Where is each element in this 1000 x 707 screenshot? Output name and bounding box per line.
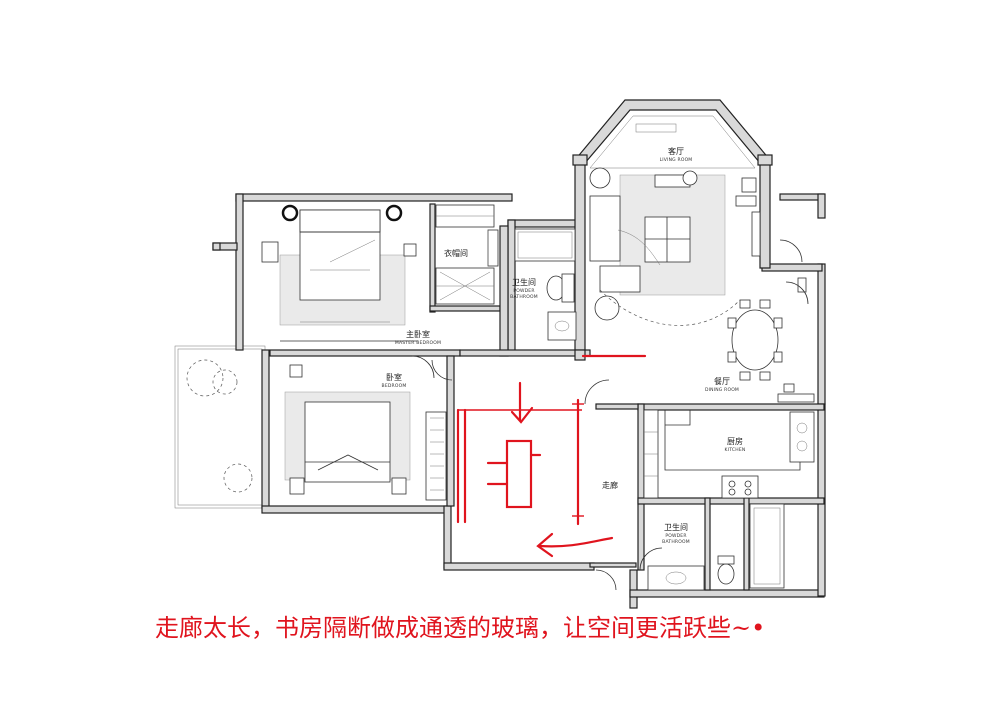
bathroom-lower-label-zh: 卫生间 bbox=[664, 522, 688, 532]
bathroom-upper-label-en1: POWDER bbox=[513, 288, 534, 294]
living-room-label-en: LIVING ROOM bbox=[660, 157, 693, 163]
closet-rails bbox=[436, 215, 494, 287]
upper-bathroom-fixtures bbox=[514, 228, 577, 341]
annotation-caption: 走廊太长，书房隔断做成通透的玻璃，让空间更活跃些~• bbox=[155, 614, 766, 642]
master-bedroom-furniture bbox=[261, 204, 499, 342]
outer-walls bbox=[212, 193, 826, 609]
living-room-furniture bbox=[589, 123, 761, 326]
bathroom-lower-label-en1: POWDER bbox=[665, 533, 686, 539]
corridor-label: 走廊 bbox=[602, 480, 618, 490]
door-swings bbox=[411, 355, 617, 591]
dining-room-label-en: DINING ROOM bbox=[705, 387, 739, 393]
lower-bathroom-fixtures bbox=[639, 503, 785, 591]
bedroom-label-en: BEDROOM bbox=[382, 383, 407, 389]
master-bedroom-label-en: MASTER BEDROOM bbox=[395, 340, 441, 346]
red-markup bbox=[456, 354, 647, 558]
bathroom-upper-label-zh: 卫生间 bbox=[512, 277, 536, 287]
room-labels: 主卧室 MASTER BEDROOM 衣帽间 卫生间 POWDER BATHRO… bbox=[382, 146, 746, 545]
bathroom-upper-label-en2: BATHROOM bbox=[510, 294, 538, 300]
bedroom-furniture bbox=[284, 359, 453, 501]
kitchen-label-en: KITCHEN bbox=[725, 447, 746, 453]
closet-label: 衣帽间 bbox=[444, 248, 468, 258]
balcony bbox=[174, 345, 266, 509]
kitchen-label-zh: 厨房 bbox=[727, 436, 743, 446]
living-room-label-zh: 客厅 bbox=[668, 146, 684, 156]
dining-furniture bbox=[727, 239, 815, 403]
bedroom-label-zh: 卧室 bbox=[386, 372, 402, 382]
interior-walls bbox=[269, 203, 825, 591]
dining-room-label-zh: 餐厅 bbox=[714, 377, 730, 386]
master-bedroom-label-zh: 主卧室 bbox=[406, 329, 430, 339]
bathroom-lower-label-en2: BATHROOM bbox=[662, 539, 690, 545]
kitchen-fixtures bbox=[643, 409, 815, 499]
